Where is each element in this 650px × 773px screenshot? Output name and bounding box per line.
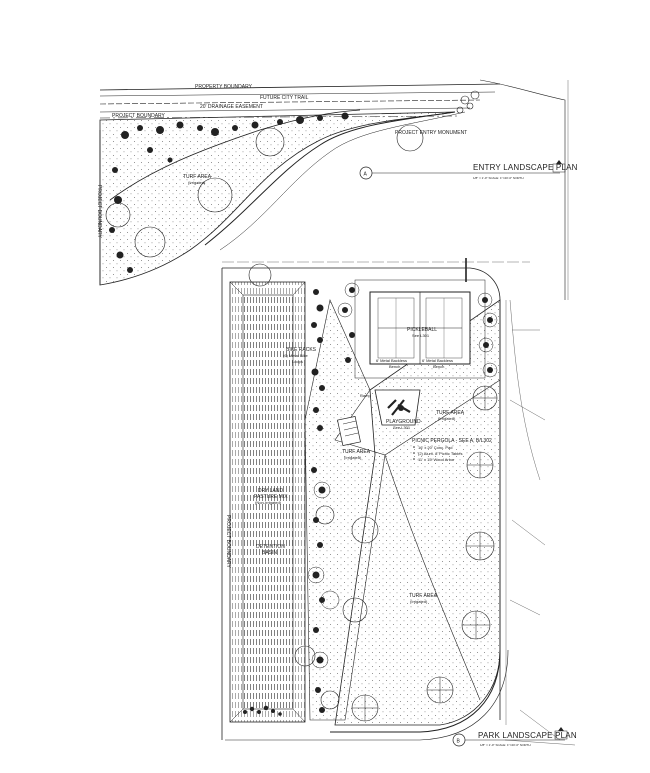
label-turf-area-bottom-note: (Irrigated) [410,599,428,604]
label-pickleball: PICKLEBALL [407,327,437,333]
park-north-arrow-icon [558,727,564,731]
label-detention-2: BASIN [262,550,277,556]
label-picnic-pergola: PICNIC PERGOLA - SEE A, B/L302 [412,438,492,444]
park-plan-scale: 1/8" = 1'-0" SCALE: 1"=20'-0" NORTH [480,743,531,747]
picnic-pergola [337,415,361,447]
rock-outfall [243,705,282,716]
label-entry-turf-area: TURF AREA [183,174,212,180]
entry-shrubs [109,112,349,273]
entry-plan-marker-letter: A [364,172,368,178]
label-bench-left: Bench [389,364,400,369]
label-park-project-boundary: PROJECT BOUNDARY [225,515,231,569]
label-bike-racks-note-1: (6) Metal Bike [283,353,308,358]
label-entry-turf-note: (Irrigated) [188,180,206,185]
entry-plan-scale: 1/8" = 1'-0" SCALE: 1"=20'-0" NORTH [473,176,524,180]
label-bench-right-type: 6' Metal Backless [422,358,453,363]
entry-landscape-plan: PROPERTY BOUNDARY FUTURE CITY TRAIL 20' … [96,79,578,300]
entry-planting-area [99,111,456,286]
label-turf-area-mid-note: (Irrigated) [344,455,362,460]
label-bench-right: Bench [433,364,444,369]
entry-trees [105,124,424,258]
park-plan-title: PARK LANDSCAPE PLAN [478,731,577,740]
label-playground-ref: See L301 [393,425,411,430]
entry-plan-title: ENTRY LANDSCAPE PLAN [473,163,578,172]
label-future-city-trail: FUTURE CITY TRAIL [260,95,309,101]
label-turf-area-mid: TURF AREA [342,449,371,455]
label-ramp: Ramp [360,393,371,398]
label-pergola-item-3: 11' x 15' Wood Arbor [418,457,455,462]
label-entry-project-boundary-side: PROJECT BOUNDARY [96,185,102,239]
label-pickleball-ref: See L301 [412,333,430,338]
entry-north-arrow-icon [556,160,562,164]
label-detention-1: DETENTION [256,544,285,550]
label-pergola-item-2: (2) Alum. 8' Picnic Tables [418,451,463,456]
park-landscape-plan: PICKLEBALL See L301 6' Metal Backless Be… [221,258,577,747]
label-bike-racks: BIKE RACKS [286,347,317,353]
pickleball-court [354,279,486,379]
label-turf-area-right: TURF AREA [436,410,465,416]
label-turf-area-bottom: TURF AREA [409,593,438,599]
label-project-boundary-top: PROJECT BOUNDARY [112,113,166,119]
park-plan-marker-letter: B [457,739,461,745]
label-playground: PLAYGROUND [386,419,421,425]
label-dry-land-2: PASTURE MIX [254,494,288,500]
label-turf-area-right-note: (Irrigated) [438,416,456,421]
label-drainage-easement: 20' DRAINAGE EASEMENT [200,104,263,110]
label-bike-racks-note-2: Loops [292,359,303,364]
playground [374,389,421,426]
label-pergola-item-1: 16' x 20' Conc. Pad [418,445,452,450]
park-mid-turf-strip [304,299,386,721]
label-project-entry-monument: PROJECT ENTRY MONUMENT [395,130,467,136]
park-shrubs [311,287,493,713]
label-dry-land-1: DRY LAND [258,488,283,494]
label-property-boundary-top: PROPERTY BOUNDARY [195,84,253,90]
label-bench-left-type: 6' Metal Backless [376,358,407,363]
label-dry-land-3: (Non-Irrigated) [255,500,282,505]
